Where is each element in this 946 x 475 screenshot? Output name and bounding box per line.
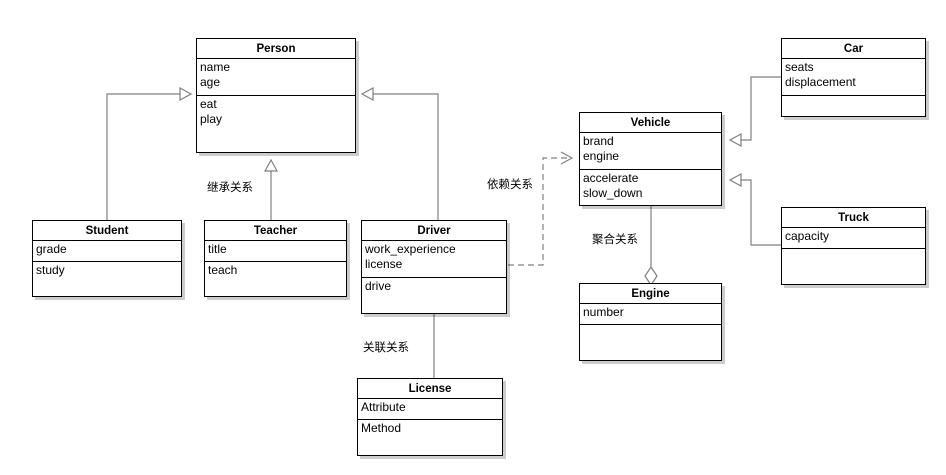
uml-attribute: name bbox=[200, 60, 231, 74]
relationship-label-vehicle-engine: 聚合关系 bbox=[592, 234, 638, 246]
uml-class-name-engine: Engine bbox=[580, 284, 721, 304]
uml-operations-teacher: teach bbox=[205, 262, 346, 295]
uml-attributes-engine: number bbox=[580, 304, 721, 325]
uml-attribute: brand bbox=[583, 134, 614, 148]
relationship-car-vehicle[interactable] bbox=[728, 76, 781, 148]
uml-class-name-vehicle: Vehicle bbox=[580, 113, 721, 133]
relationship-vehicle-engine[interactable] bbox=[644, 206, 658, 287]
uml-attribute: seats bbox=[785, 60, 814, 74]
uml-operations-truck bbox=[782, 249, 925, 283]
uml-attribute: work_experience bbox=[365, 242, 456, 256]
uml-attribute: number bbox=[583, 305, 624, 319]
relationship-label-driver-vehicle: 依赖关系 bbox=[487, 179, 533, 191]
uml-attributes-truck: capacity bbox=[782, 228, 925, 249]
uml-attribute: displacement bbox=[785, 75, 856, 89]
relationship-student-person[interactable] bbox=[106, 86, 193, 220]
uml-operation: eat bbox=[200, 97, 217, 111]
uml-attribute: Attribute bbox=[361, 400, 406, 414]
uml-class-name-driver: Driver bbox=[362, 221, 506, 241]
relationship-truck-vehicle[interactable] bbox=[728, 172, 781, 246]
uml-operations-student: study bbox=[33, 262, 181, 295]
uml-operations-license: Method bbox=[358, 420, 502, 454]
uml-class-name-teacher: Teacher bbox=[205, 221, 346, 241]
uml-operations-car bbox=[782, 96, 925, 115]
uml-class-name-person: Person bbox=[197, 39, 355, 59]
hollow-triangle-icon bbox=[263, 158, 279, 172]
relationship-label-driver-license: 关联关系 bbox=[363, 342, 409, 354]
uml-attributes-student: grade bbox=[33, 241, 181, 262]
uml-attribute: engine bbox=[583, 149, 620, 163]
hollow-triangle-icon bbox=[360, 86, 374, 102]
uml-operation: study bbox=[36, 263, 65, 277]
relationship-line bbox=[730, 179, 781, 246]
relationship-line bbox=[362, 93, 439, 220]
uml-attributes-teacher: title bbox=[205, 241, 346, 262]
relationship-driver-person[interactable] bbox=[360, 86, 439, 220]
open-arrow-icon bbox=[560, 151, 574, 165]
uml-attribute: title bbox=[208, 242, 227, 256]
hollow-triangle-icon bbox=[728, 172, 742, 188]
uml-operation: accelerate bbox=[583, 171, 639, 185]
relationship-driver-vehicle[interactable] bbox=[508, 151, 574, 266]
uml-class-name-car: Car bbox=[782, 39, 925, 59]
hollow-triangle-icon bbox=[728, 132, 742, 148]
relationship-line bbox=[508, 157, 572, 266]
relationship-teacher-person[interactable] bbox=[263, 158, 279, 220]
uml-attributes-license: Attribute bbox=[358, 399, 502, 420]
uml-operations-driver: drive bbox=[362, 278, 506, 312]
uml-attribute: grade bbox=[36, 242, 67, 256]
uml-attribute: age bbox=[200, 75, 221, 89]
uml-operation: play bbox=[200, 112, 223, 126]
uml-class-name-student: Student bbox=[33, 221, 181, 241]
hollow-triangle-icon bbox=[179, 86, 193, 102]
uml-attribute: capacity bbox=[785, 229, 830, 243]
uml-operation: teach bbox=[208, 263, 238, 277]
uml-class-name-license: License bbox=[358, 379, 502, 399]
relationship-line bbox=[730, 76, 781, 141]
relationship-label-teacher-person: 继承关系 bbox=[207, 182, 253, 194]
uml-operation: drive bbox=[365, 279, 392, 293]
uml-attribute: license bbox=[365, 257, 403, 271]
uml-operation: Method bbox=[361, 421, 402, 435]
uml-operation: slow_down bbox=[583, 186, 643, 200]
uml-class-name-truck: Truck bbox=[782, 208, 925, 228]
uml-operations-engine bbox=[580, 325, 721, 359]
relationship-line bbox=[106, 93, 191, 220]
